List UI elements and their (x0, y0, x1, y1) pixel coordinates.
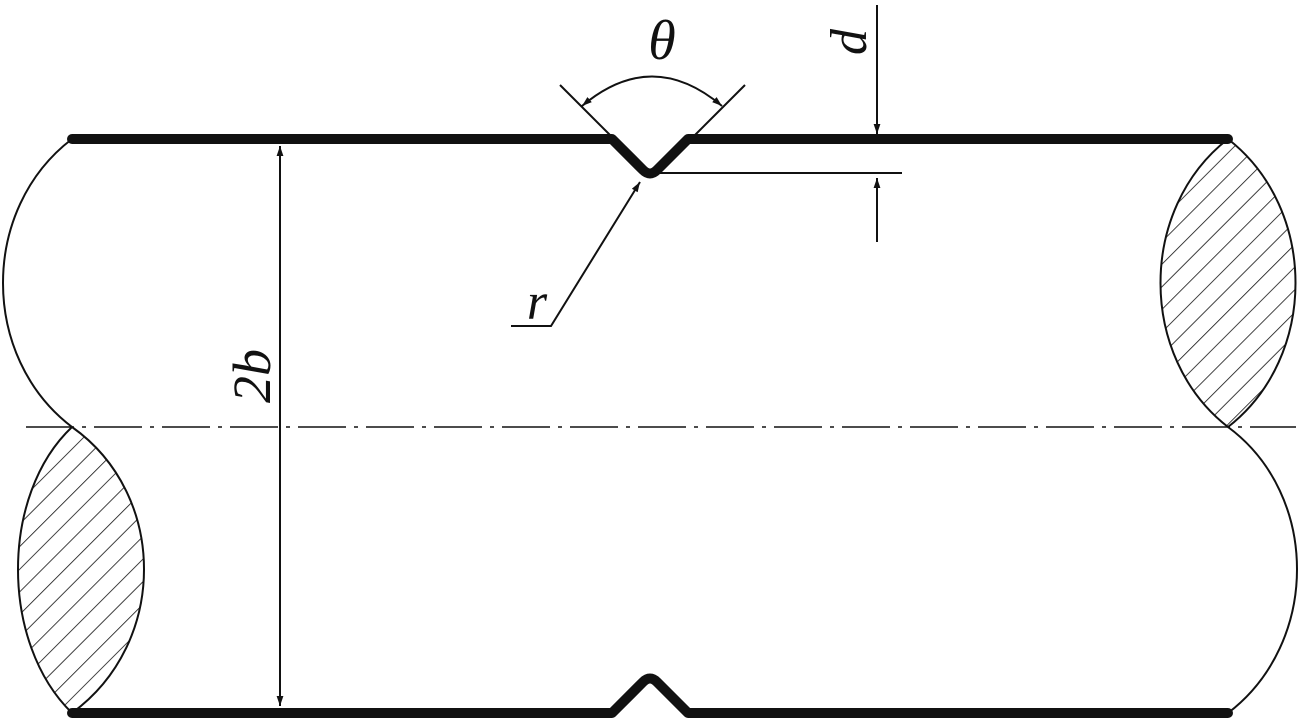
radius-label: r (527, 274, 548, 331)
left-break-hatched-section (17, 425, 145, 715)
top-edge-with-notch (67, 134, 1233, 179)
depth-label: d (821, 28, 878, 55)
width-label: 2b (222, 349, 282, 403)
right-lower-break-curve (1227, 426, 1298, 714)
angle-extension-right (689, 84, 746, 141)
angle-extension-left (559, 84, 616, 141)
left-upper-break-curve (2, 138, 73, 428)
angle-label: θ (648, 10, 676, 72)
right-break-hatched-section (1159, 137, 1297, 429)
bottom-edge-with-notch (67, 673, 1233, 718)
radius-leader-line (511, 181, 641, 327)
angle-dimension-arc (581, 75, 723, 107)
